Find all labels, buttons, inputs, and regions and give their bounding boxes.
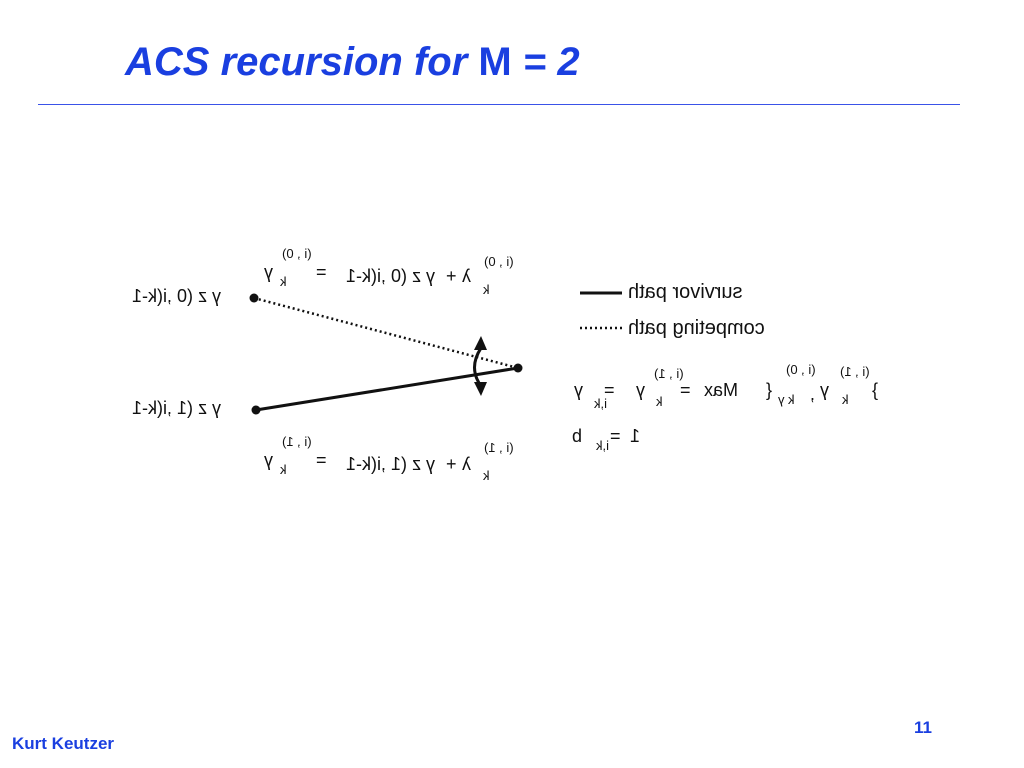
max-eq-max: Max <box>704 380 739 400</box>
page-number: 11 <box>914 718 932 737</box>
max-eq-sup-1b: (i , 1) <box>840 364 870 379</box>
footer-author: Kurt Keutzer <box>12 734 115 753</box>
max-eq-gamma-ik: γ <box>574 380 583 400</box>
legend-survivor-label: survivor path <box>628 281 743 303</box>
selection-arc <box>473 347 483 387</box>
top-eq-equals: = <box>316 262 327 282</box>
bottom-eq-equals: = <box>316 450 327 470</box>
max-eq-sup-1: (i , 1) <box>654 366 684 381</box>
bottom-eq-lhs-sup: (i , 1) <box>282 434 312 449</box>
state-node-right <box>513 363 523 373</box>
max-eq-sub-0: k <box>788 392 795 407</box>
left-bottom-state-label: γ z (1 ,i(k-1 <box>132 398 222 418</box>
slide-title: ACS recursion for M = 2 <box>125 38 580 86</box>
selection-arrow-up-head <box>474 336 487 350</box>
max-eq-sub-1b: k <box>842 392 849 407</box>
left-top-state-label: γ z (0 ,i(k-1 <box>132 286 222 306</box>
title-main: ACS recursion for <box>125 40 479 84</box>
top-eq-lambda-sup: (i , 0) <box>484 254 514 269</box>
decision-value: 1 <box>630 426 641 446</box>
title-divider <box>38 104 960 105</box>
bottom-eq-lambda-sub: k <box>483 468 490 483</box>
max-eq-sub-1: k <box>656 394 663 409</box>
max-eq-open-brace: { <box>766 380 773 400</box>
state-node-bottom-left <box>251 405 261 415</box>
legend-competing-label: competing path <box>628 317 765 339</box>
decision-sub: i,k <box>596 438 609 453</box>
decision-b: b <box>572 426 583 446</box>
bottom-eq-term1: γ z (1 ,i(k-1 <box>346 454 436 474</box>
state-node-top-left <box>249 293 259 303</box>
bottom-eq-lhs-sub: k <box>280 462 287 477</box>
competing-path-line <box>253 296 519 370</box>
top-eq-plus: + <box>446 266 457 286</box>
max-eq-close-brace: } <box>872 380 879 400</box>
max-eq-gamma-1b: γ <box>820 380 829 400</box>
max-eq-gamma-0-paren: γ <box>778 392 785 407</box>
top-eq-term1: γ z (0 ,i(k-1 <box>346 266 436 286</box>
title-tail: = 2 <box>511 40 580 84</box>
max-eq-sup-0: (i , 0) <box>786 362 816 377</box>
bottom-eq-lambda-sup: (i , 1) <box>484 440 514 455</box>
max-eq-equals-1: = <box>604 380 615 400</box>
bottom-eq-plus: + <box>446 454 457 474</box>
bottom-eq-lhs-gamma: γ <box>264 450 273 470</box>
title-variable: M <box>478 40 512 84</box>
max-eq-gamma-1: γ <box>636 380 645 400</box>
top-eq-lhs-sup: (i , 0) <box>282 246 312 261</box>
top-eq-lambda: λ <box>462 266 471 286</box>
decision-equals: = <box>610 426 621 446</box>
top-eq-lhs-sub: k <box>280 274 287 289</box>
max-eq-comma: , <box>810 384 816 404</box>
top-eq-lhs-gamma: γ <box>264 262 273 282</box>
bottom-eq-lambda: λ <box>462 454 471 474</box>
max-eq-equals-2: = <box>680 380 691 400</box>
selection-arrow-down-head <box>474 382 487 396</box>
top-eq-lambda-sub: k <box>483 282 490 297</box>
